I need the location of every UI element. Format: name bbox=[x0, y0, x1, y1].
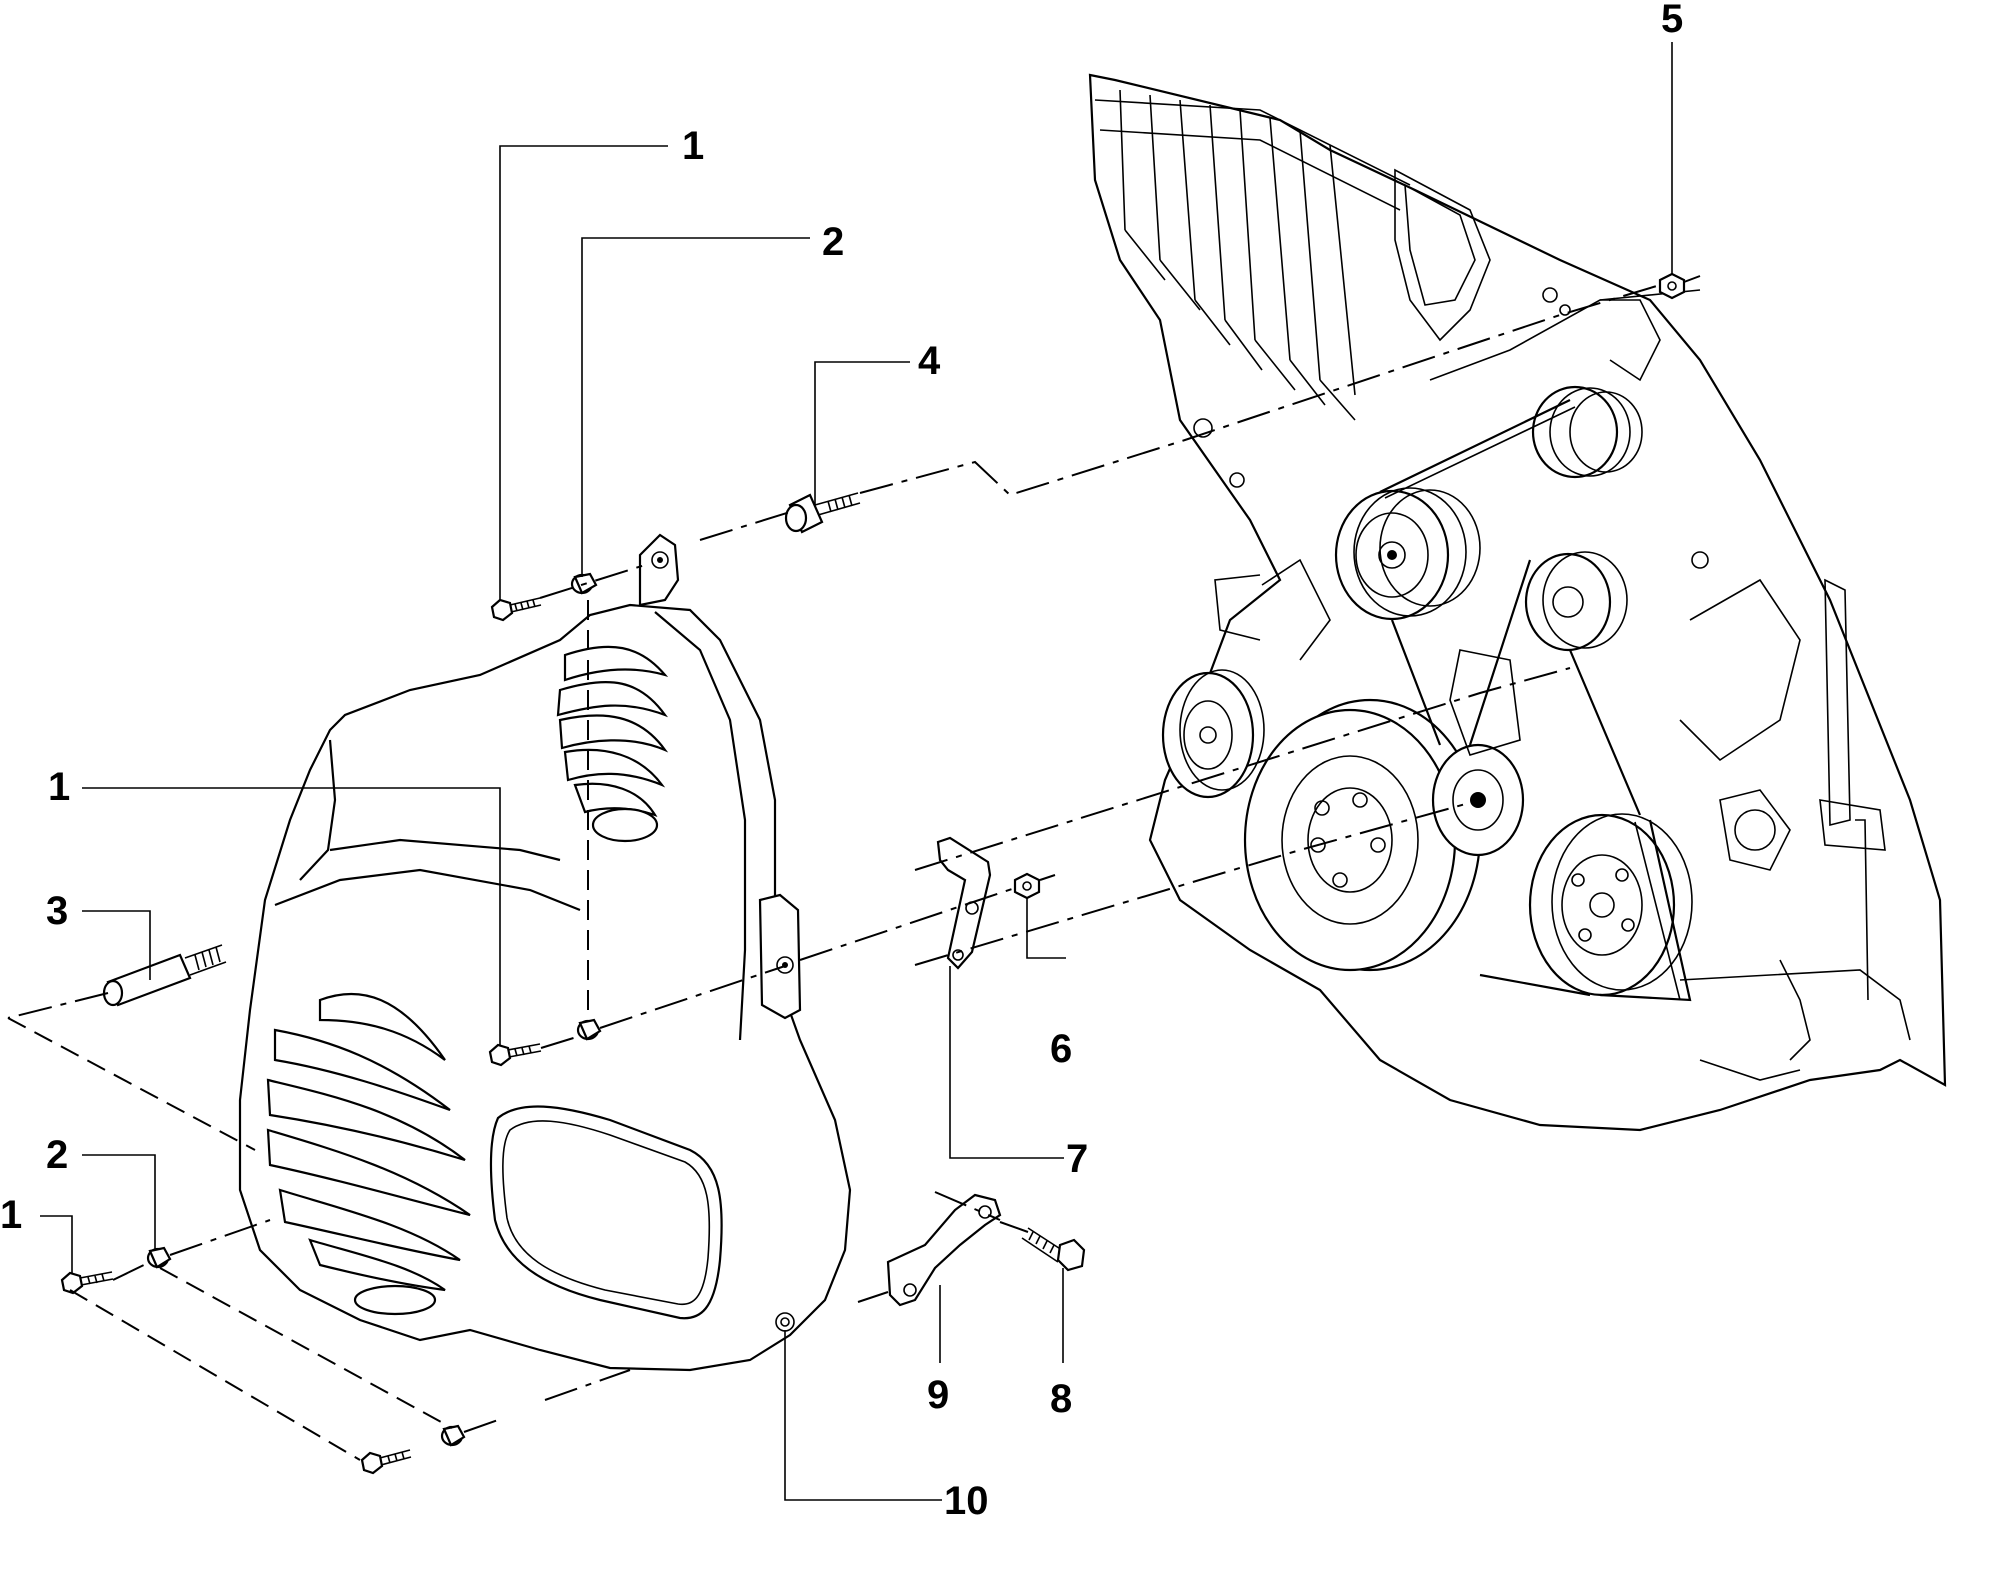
upper-vent-grille bbox=[556, 645, 669, 843]
lower-vent-grille bbox=[266, 992, 471, 1316]
side-mount-tab bbox=[758, 893, 802, 1020]
nut-6 bbox=[1013, 872, 1041, 900]
callout-8: 8 bbox=[1050, 1377, 1072, 1421]
callout-3: 3 bbox=[46, 889, 68, 933]
bracket-7 bbox=[936, 836, 992, 970]
bolt-1-top bbox=[490, 597, 542, 622]
callout-1-bottom: 1 bbox=[0, 1193, 22, 1237]
callout-1-mid: 1 bbox=[48, 765, 70, 809]
standoff-3 bbox=[102, 944, 227, 1007]
spacer-2-bottom bbox=[146, 1246, 172, 1269]
callout-5: 5 bbox=[1661, 0, 1683, 41]
callout-10: 10 bbox=[944, 1479, 989, 1523]
assembly-lines bbox=[7, 275, 1701, 1461]
standoff-4 bbox=[784, 492, 861, 534]
callout-4: 4 bbox=[918, 339, 941, 383]
leader-lines bbox=[40, 42, 1673, 1501]
bolt-1-bottom bbox=[60, 1271, 114, 1295]
bolt-1-mid bbox=[488, 1043, 542, 1067]
upper-mount-tab bbox=[638, 533, 680, 607]
bracket-9 bbox=[886, 1193, 1002, 1307]
nut-5 bbox=[1658, 272, 1686, 300]
callout-2-top: 2 bbox=[822, 220, 844, 264]
spacer-2-mid bbox=[576, 1018, 602, 1041]
callout-7: 7 bbox=[1066, 1137, 1088, 1181]
callout-labels: 1 2 4 5 1 3 6 7 2 1 9 8 10 bbox=[0, 0, 1683, 1523]
engine-assembly bbox=[1088, 73, 1947, 1132]
callout-2-bottom: 2 bbox=[46, 1133, 68, 1177]
bolt-8 bbox=[1021, 1227, 1086, 1272]
belt-cover-guard bbox=[238, 533, 852, 1372]
callout-1-top: 1 bbox=[682, 124, 704, 168]
inspection-window bbox=[489, 1105, 723, 1320]
bolt-1-lower-pair bbox=[360, 1424, 466, 1475]
callout-6: 6 bbox=[1050, 1027, 1072, 1071]
callout-9: 9 bbox=[927, 1373, 949, 1417]
